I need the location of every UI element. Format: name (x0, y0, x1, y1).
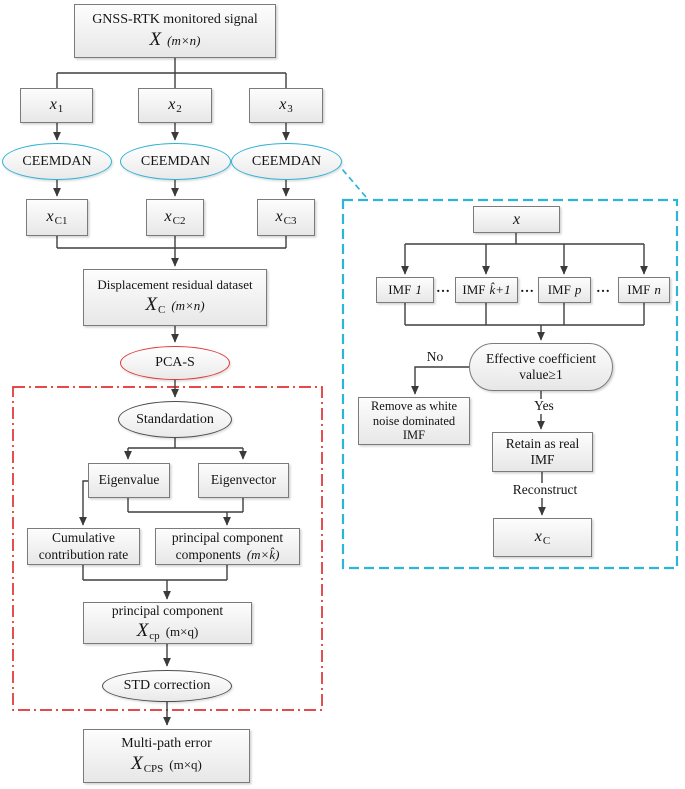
xc3-box: xC3 (257, 199, 315, 236)
ceemdan-detail-connector (335, 161, 367, 198)
gnss-signal-title: GNSS-RTK monitored signal (92, 11, 258, 27)
principal-components-box: principal component components(m×k̂) (155, 528, 300, 565)
principal-component-xcp-box: principal component Xcp(m×q) (83, 602, 252, 644)
reconstruct-label: Reconstruct (500, 482, 590, 498)
displacement-residual-title: Displacement residual dataset (97, 277, 253, 293)
eigenvector-box: Eigenvector (198, 463, 289, 498)
xc2-box: xC2 (146, 199, 204, 236)
ellipsis-dots: … (596, 281, 611, 296)
cumulative-contribution-box: Cumulative contribution rate (27, 528, 140, 565)
multipath-error-box: Multi-path error XCPS(m×q) (83, 729, 250, 783)
x1-box: x1 (20, 88, 93, 123)
x-input-box: x (473, 206, 560, 233)
ellipsis-dots: … (520, 281, 535, 296)
effective-coefficient-decision: Effective coefficient value≥1 (469, 343, 613, 391)
ellipsis-dots: … (436, 281, 451, 296)
ceemdan3-ellipse: CEEMDAN (231, 143, 342, 180)
cyan-dashed-group-border (341, 198, 679, 570)
gnss-signal-formula: X(m×n) (149, 28, 201, 50)
x2-box: x2 (138, 88, 212, 123)
gnss-signal-box: GNSS-RTK monitored signal X(m×n) (74, 4, 276, 58)
xcp-title: principal component (111, 602, 224, 618)
retain-real-imf-box: Retain as real IMF (492, 432, 593, 472)
multipath-title: Multi-path error (121, 736, 212, 752)
yes-branch-label: Yes (524, 398, 564, 414)
ceemdan1-ellipse: CEEMDAN (2, 143, 112, 180)
displacement-residual-box: Displacement residual dataset XC(m×n) (83, 269, 267, 326)
pca-s-ellipse: PCA-S (120, 346, 230, 380)
x3-box: x3 (249, 88, 323, 123)
standardation-ellipse: Standardation (118, 401, 232, 438)
displacement-residual-formula: XC(m×n) (145, 294, 205, 317)
remove-white-noise-box: Remove as white noise dominated IMF (358, 397, 470, 445)
std-correction-ellipse: STD correction (102, 670, 232, 702)
xcp-formula: Xcp(m×q) (136, 620, 199, 643)
xc-result-box: xC (493, 518, 592, 557)
no-branch-label: No (426, 349, 444, 364)
multipath-formula: XCPS(m×q) (131, 753, 202, 776)
ceemdan2-ellipse: CEEMDAN (120, 143, 231, 180)
xc1-box: xC1 (26, 199, 88, 236)
eigenvalue-box: Eigenvalue (88, 463, 170, 498)
